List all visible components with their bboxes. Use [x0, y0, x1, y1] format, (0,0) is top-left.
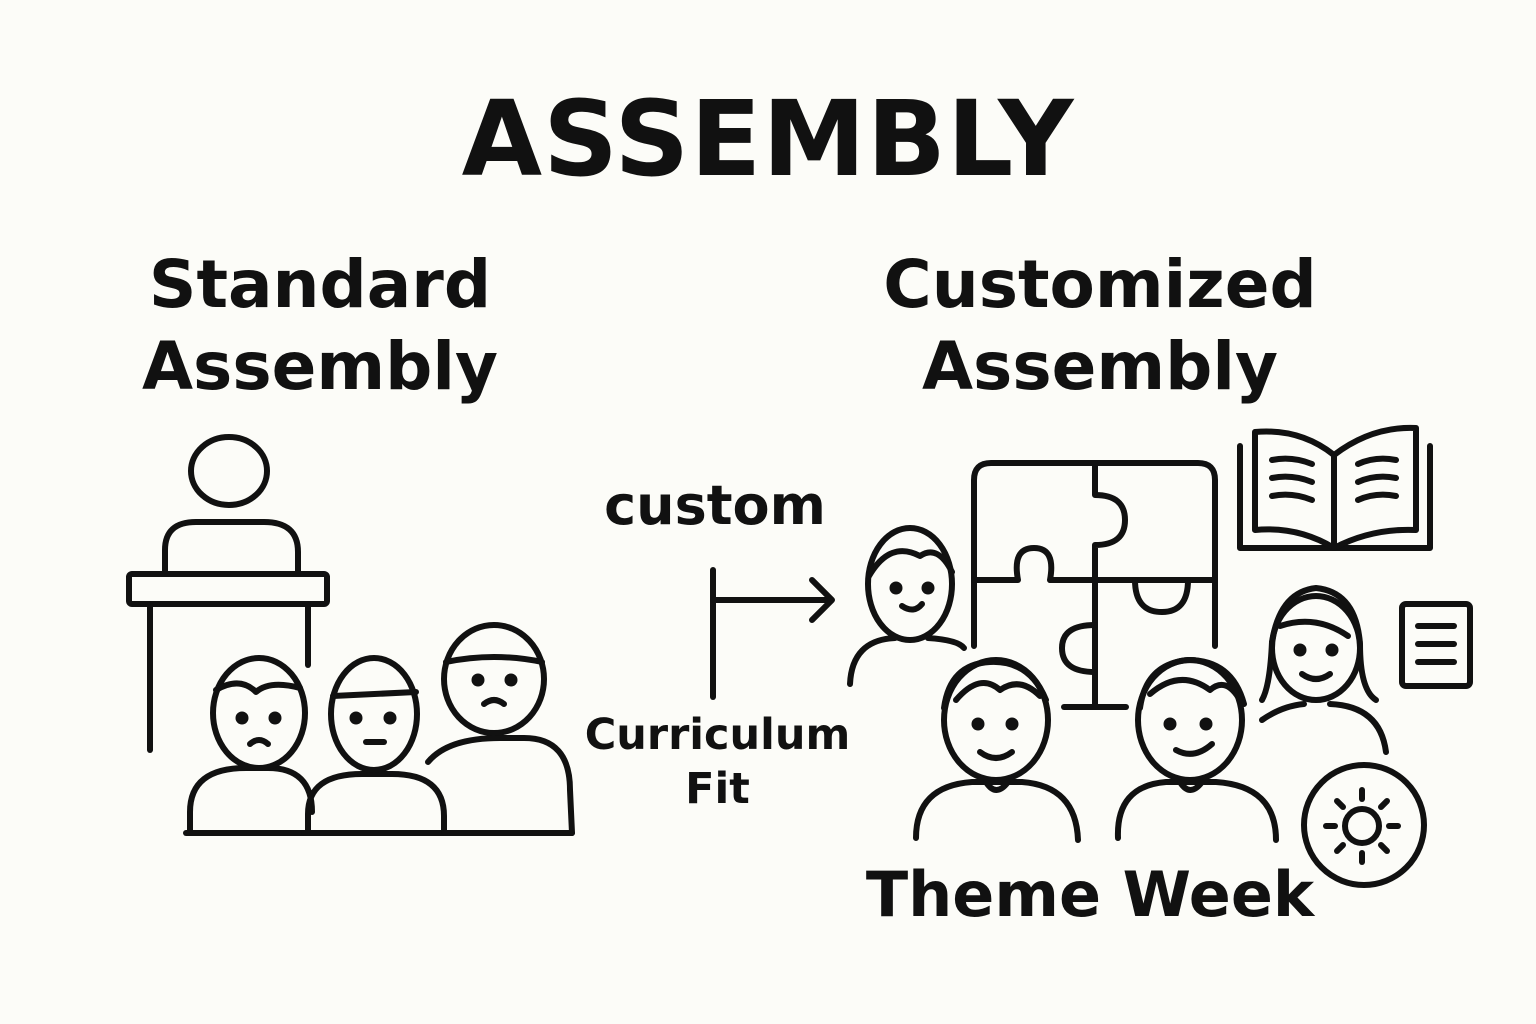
arrow-bottom-label-line1: Curriculum — [584, 710, 851, 760]
open-book-icon — [1237, 424, 1433, 551]
podium-icon — [126, 519, 330, 753]
standard-heading-line1: Standard — [148, 246, 492, 323]
arrow-bottom-label-line2: Fit — [685, 764, 750, 814]
puzzle-icon — [971, 460, 1218, 710]
customized-heading-line2: Assembly — [921, 328, 1279, 405]
customized-heading-line1: Customized — [883, 246, 1317, 323]
happy-student-icon — [1259, 585, 1389, 755]
sad-student-icon — [301, 655, 451, 836]
arrow-icon — [710, 567, 835, 700]
page-title: ASSEMBLY — [461, 78, 1075, 200]
sun-badge-icon — [1301, 762, 1427, 888]
speaker-head-icon — [188, 434, 270, 508]
happy-student-icon — [847, 525, 967, 687]
happy-student-icon — [913, 657, 1081, 843]
notepad-icon — [1399, 601, 1473, 689]
theme-week-label: Theme Week — [865, 858, 1315, 931]
happy-student-icon — [1114, 657, 1279, 843]
sad-student-icon — [425, 622, 575, 836]
sad-student-icon — [183, 655, 321, 836]
arrow-top-label: custom — [604, 474, 826, 537]
standard-heading-line2: Assembly — [141, 328, 499, 405]
